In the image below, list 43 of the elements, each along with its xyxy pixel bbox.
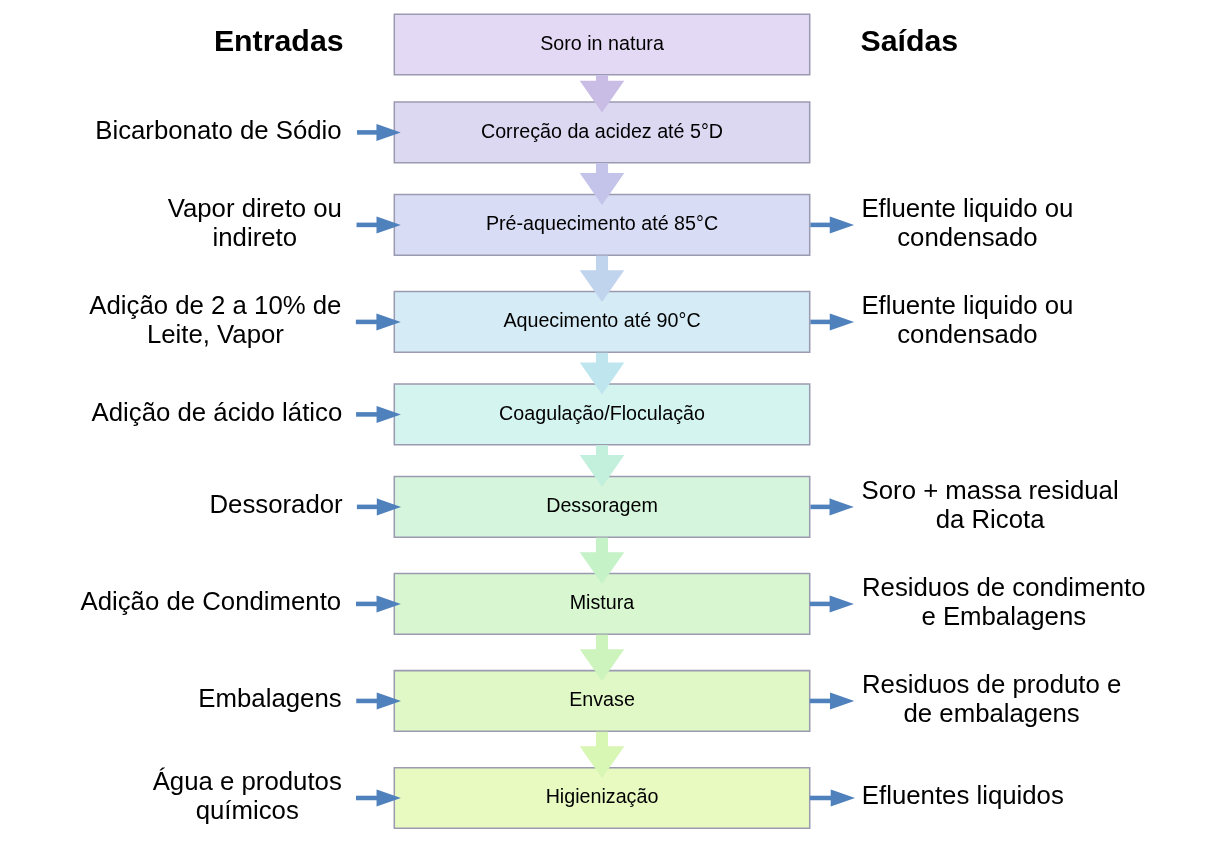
arrow — [357, 123, 401, 141]
label: Entradas — [213, 23, 344, 57]
node-text: Vapor direto ou indireto — [167, 193, 342, 251]
arrow — [810, 498, 854, 516]
node-text: Embalagens — [198, 684, 342, 713]
arrow — [810, 313, 855, 331]
arrow — [579, 255, 625, 303]
arrow — [355, 313, 401, 331]
node-text: Efluentes liquidos — [861, 781, 1064, 810]
node-text: Efluente liquido ou condensado — [861, 290, 1074, 348]
arrow — [579, 731, 625, 779]
arrow — [356, 789, 401, 807]
node-box: Envase — [393, 669, 811, 733]
node-text: Bicarbonato de Sódio — [95, 115, 342, 144]
node-box: Higienização — [393, 766, 811, 830]
arrow — [579, 537, 625, 585]
node-box: Correção da acidez até 5°D — [393, 101, 811, 164]
arrow — [810, 216, 855, 234]
node-text: Adição de Condimento — [80, 587, 342, 616]
node-text: Adição de 2 a 10% de Leite, Vapor — [89, 290, 342, 348]
node-text: Soro + massa residual da Ricota — [861, 475, 1119, 533]
arrow — [579, 634, 625, 682]
arrow — [356, 595, 401, 613]
node-box: Coagulação/Floculação — [393, 383, 811, 446]
arrow — [356, 498, 402, 516]
arrow — [809, 789, 856, 807]
arrow — [809, 595, 854, 613]
node-text: Efluente liquido ou condensado — [861, 193, 1074, 251]
node-box: Dessoragem — [393, 475, 811, 538]
node-box: Aquecimento até 90°C — [393, 290, 811, 353]
node-box: Soro in natura — [393, 13, 811, 76]
node-text: Água e produtos químicos — [152, 766, 342, 824]
arrow — [356, 692, 402, 710]
node-text: Dessorador — [209, 490, 343, 519]
node-text: Residuos de produto e de embalagens — [862, 669, 1122, 727]
node-box: Pré-aquecimento até 85°C — [393, 193, 811, 256]
arrow — [356, 216, 401, 234]
arrow — [356, 405, 401, 423]
node-text: Residuos de condimento e Embalagens — [861, 572, 1146, 630]
arrow — [809, 692, 855, 710]
node-box: Mistura — [393, 572, 811, 635]
label: Saídas — [860, 23, 959, 57]
node-text: Adição de ácido lático — [91, 397, 343, 426]
